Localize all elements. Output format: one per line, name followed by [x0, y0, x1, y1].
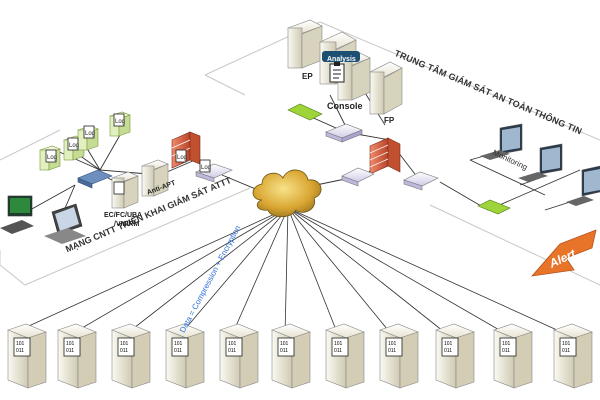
binary-text: 101: [388, 341, 397, 347]
binary-text: 101: [562, 341, 571, 347]
log-label-1: Log: [47, 155, 58, 161]
binary-text: 011: [502, 348, 510, 354]
binary-text: 101: [280, 341, 289, 347]
ec-label: EC/FC/UBA: [104, 212, 143, 219]
binary-doc-icon: [277, 337, 295, 357]
edge-switch-right-icon: [403, 171, 439, 191]
binary-text: 101: [502, 341, 511, 347]
clipboard-icon: [329, 62, 345, 83]
desktop-pc-icon: [0, 195, 34, 234]
server-links: [19, 207, 569, 336]
monitor-2-icon: [518, 143, 563, 182]
log-doc-icons: [45, 113, 211, 195]
log-label-5: Log: [177, 155, 188, 161]
binary-text: 101: [66, 341, 75, 347]
monitor-3-icon: [566, 165, 600, 206]
binary-doc-icon: [171, 337, 189, 357]
fp-label: FP: [384, 116, 395, 125]
binary-text: 011: [562, 348, 570, 354]
binary-text: 101: [228, 341, 237, 347]
binary-text: 011: [16, 348, 24, 354]
firewall-soc-icon: [369, 137, 401, 175]
binary-doc-icon: [441, 337, 459, 357]
binary-doc-icon: [331, 337, 349, 357]
analysis-badge: [322, 51, 360, 62]
monitored-servers: 1010111010111010111010111010111010111010…: [7, 323, 593, 389]
log-label-4: Log: [115, 119, 126, 125]
binary-doc-icon: [63, 337, 81, 357]
binary-text: 101: [444, 341, 453, 347]
binary-text: 101: [16, 341, 25, 347]
monitor-1-icon: [480, 123, 523, 160]
binary-text: 011: [280, 348, 288, 354]
binary-text: 011: [444, 348, 452, 354]
log-label-2: Log: [69, 143, 80, 149]
console-server-icon: [337, 51, 371, 101]
binary-doc-icon: [225, 337, 243, 357]
binary-doc-icon: [499, 337, 517, 357]
analysis-label: Analysis: [327, 56, 356, 63]
binary-doc-icon: [117, 337, 135, 357]
lan-platform: [0, 129, 251, 286]
binary-text: 011: [66, 348, 74, 354]
binary-text: 101: [174, 341, 183, 347]
internet-cloud-icon: [252, 169, 322, 218]
lan-switch-icon: [77, 169, 113, 189]
laptop-icon: [44, 203, 86, 244]
binary-text: 011: [120, 348, 128, 354]
ep-server-icon: [287, 19, 323, 69]
binary-text: 011: [388, 348, 396, 354]
binary-doc-icon: [385, 337, 403, 357]
binary-text: 011: [334, 348, 342, 354]
binary-text: 011: [228, 348, 236, 354]
green-link-icon: [287, 103, 323, 121]
green-link-right-icon: [477, 199, 511, 215]
alert-arrow-icon: [530, 229, 597, 277]
log-label-6: Log: [201, 165, 212, 171]
binary-doc-icon: [13, 337, 31, 357]
soc-switch-icon: [325, 123, 363, 143]
binary-doc-icon: [559, 337, 577, 357]
binary-text: 101: [334, 341, 343, 347]
anti-apt-server-icon: [141, 159, 169, 197]
fp-server-icon: [369, 61, 403, 115]
console-label: Console: [327, 101, 363, 111]
vm-label: /VM/RM: [114, 221, 140, 228]
binary-text: 011: [174, 348, 182, 354]
ep-label: EP: [302, 72, 313, 81]
log-label-3: Log: [85, 131, 96, 137]
binary-text: 101: [120, 341, 129, 347]
edge-switch-left-icon: [341, 167, 375, 187]
